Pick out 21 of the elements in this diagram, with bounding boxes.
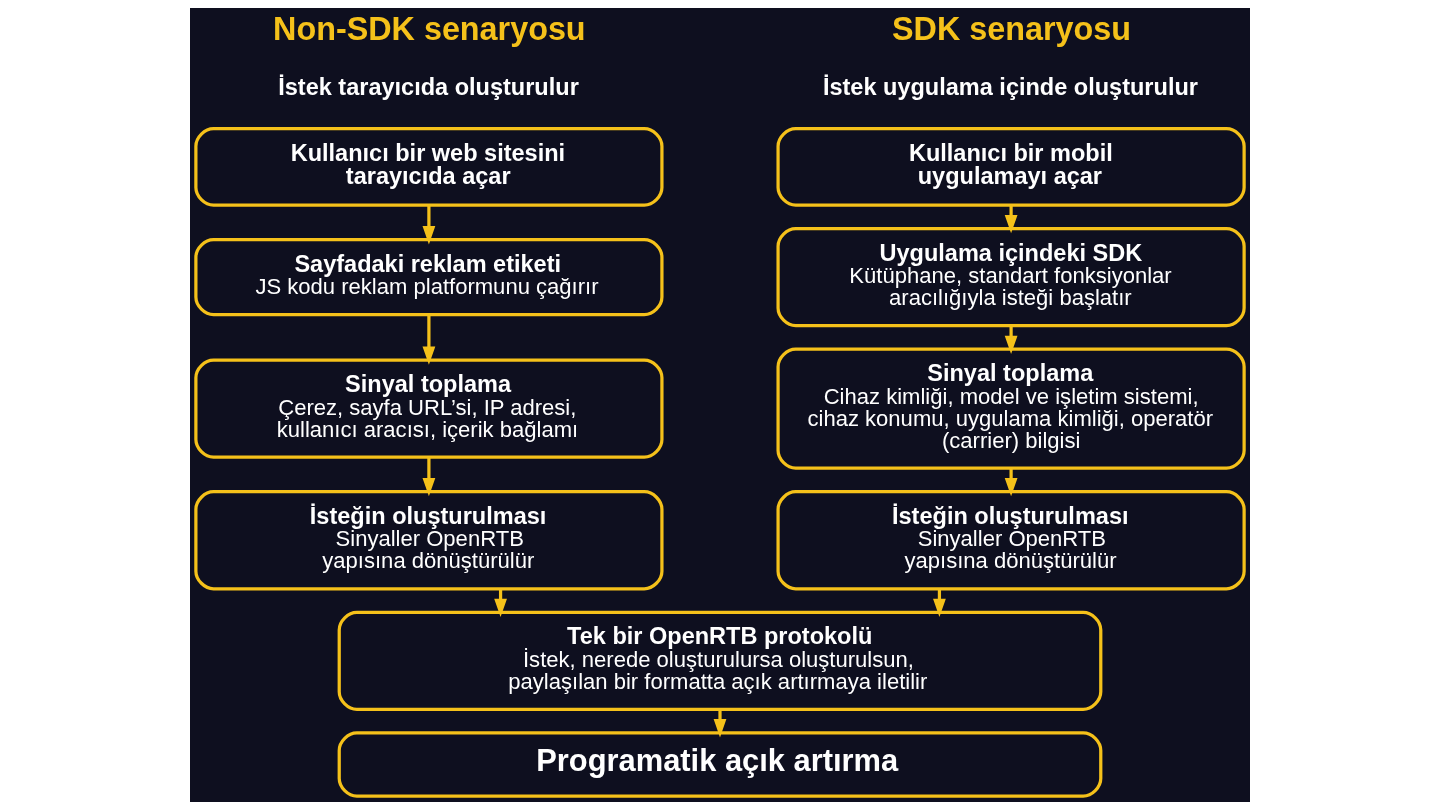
- arrow: [422, 205, 436, 245]
- label: İstek tarayıcıda oluşturulur: [278, 73, 579, 100]
- node-box: Kullanıcı bir web sitesini tarayıcıda açar: [194, 127, 664, 207]
- arrow: [1004, 325, 1018, 354]
- arrow: [1004, 205, 1018, 234]
- node-box: Sayfadaki reklam etiketi JS kodu reklam platformunu çağırır: [194, 238, 664, 317]
- node-box: Programatik açık artırma: [337, 731, 1103, 798]
- arrow: [422, 315, 436, 365]
- arrow: [422, 457, 436, 497]
- arrow: [713, 709, 727, 738]
- node-box: Uygulama içindeki SDK Kütüphane, standart fonksiyonlar aracılığıyla isteği başlatır: [776, 226, 1246, 328]
- label: Non-SDK senaryosu: [273, 10, 586, 47]
- node-box: İsteğin oluşturulması Sinyaller OpenRTB yapısına dönüştürülür: [776, 490, 1246, 591]
- label: SDK senaryosu: [892, 10, 1131, 47]
- label: İstek uygulama içinde oluşturulur: [822, 73, 1198, 100]
- node-box: Sinyal toplama Çerez, sayfa URL’si, IP adresi, kullanıcı aracısı, içerik bağlamı: [194, 358, 664, 459]
- arrow: [1004, 468, 1018, 497]
- node-box: Sinyal toplama Cihaz kimliği, model ve işletim sistemi, cihaz konumu, uygulama kimliği, operatör (carrier) bilgisi: [776, 347, 1246, 470]
- node-box: Kullanıcı bir mobil uygulamayı açar: [776, 127, 1246, 207]
- node-box: Tek bir OpenRTB protokolü İstek, nerede oluşturulursa oluşturulsun, paylaşılan bir formatta açık artırmaya iletilir: [337, 610, 1103, 711]
- node-box: İsteğin oluşturulması Sinyaller OpenRTB yapısına dönüştürülür: [194, 490, 664, 591]
